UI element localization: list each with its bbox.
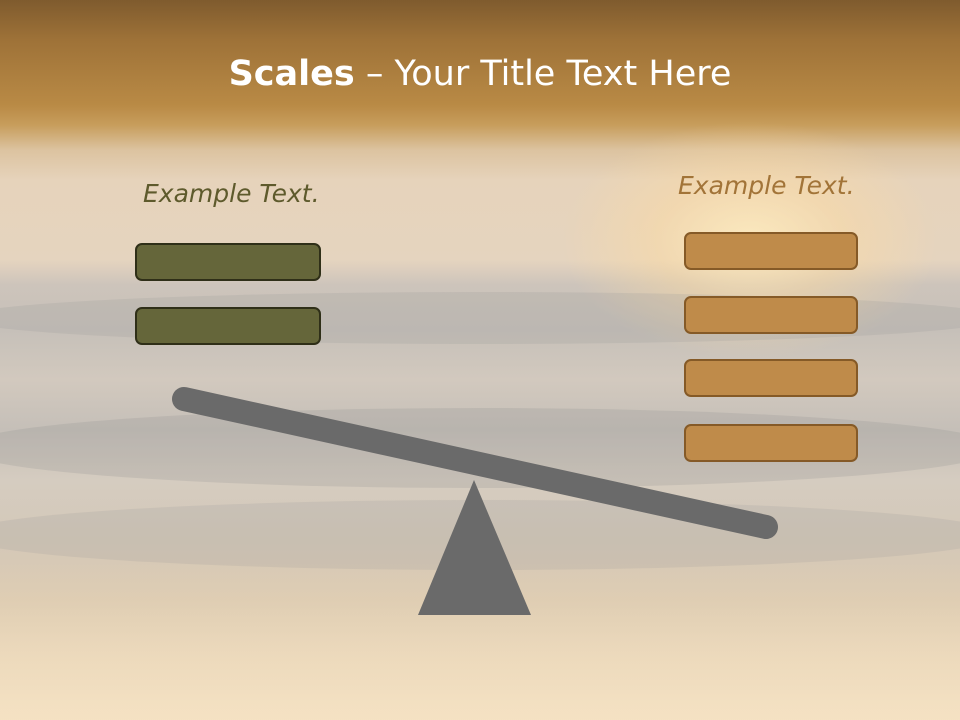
right-example-text[interactable]: Example Text.: [678, 171, 855, 200]
right-weight-box[interactable]: [684, 359, 858, 397]
title-bold: Scales: [228, 54, 355, 94]
right-weight-box[interactable]: [684, 296, 858, 334]
seesaw-beam[interactable]: [172, 387, 778, 539]
slide-title[interactable]: Scales – Your Title Text Here: [0, 52, 960, 96]
right-weight-box[interactable]: [684, 424, 858, 462]
title-rest: – Your Title Text Here: [354, 54, 732, 94]
left-weight-box[interactable]: [135, 307, 321, 345]
right-weight-box[interactable]: [684, 232, 858, 270]
seesaw-fulcrum[interactable]: [418, 480, 531, 615]
left-example-text[interactable]: Example Text.: [143, 179, 320, 208]
left-weight-box[interactable]: [135, 243, 321, 281]
